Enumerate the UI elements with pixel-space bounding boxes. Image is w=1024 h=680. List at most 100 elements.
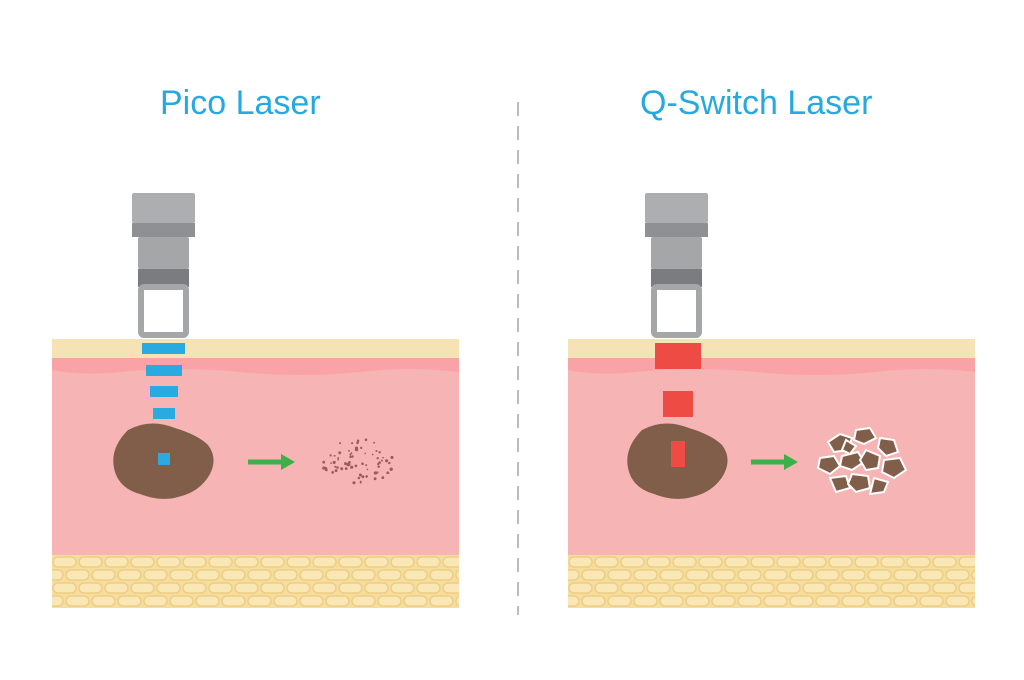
fat-cell <box>945 569 970 581</box>
fat-cell <box>789 569 814 581</box>
fat-cell <box>958 556 975 568</box>
fat-cell <box>312 582 337 594</box>
fat-cell <box>273 569 298 581</box>
fat-cell <box>1011 583 1024 593</box>
fine-particle <box>350 452 353 455</box>
fat-cell <box>971 595 975 607</box>
fat-cell <box>945 595 970 607</box>
fat-cell <box>52 582 77 594</box>
fat-cell <box>429 569 454 581</box>
fat-cell <box>104 556 129 568</box>
fine-particle <box>338 451 342 455</box>
fine-particle <box>337 458 339 461</box>
fat-cell <box>299 569 324 581</box>
fat-cell <box>442 582 459 594</box>
fine-particle <box>364 452 367 455</box>
fine-particle <box>359 481 362 484</box>
fine-particle <box>361 462 364 465</box>
fat-cell <box>607 595 632 607</box>
fine-particle <box>337 457 340 459</box>
fat-cell <box>919 595 944 607</box>
fat-cell <box>1011 557 1024 567</box>
fine-particle <box>329 454 332 457</box>
skin-cross-section-qswitch <box>568 339 1024 608</box>
fine-particle <box>354 446 359 450</box>
fat-cell <box>971 569 975 581</box>
fat-cell <box>338 582 363 594</box>
fat-cell <box>737 595 762 607</box>
fine-particle <box>366 468 369 471</box>
fat-cell <box>403 595 428 607</box>
fat-cell <box>685 595 710 607</box>
fat-cell <box>469 557 492 567</box>
fine-particle <box>349 455 352 459</box>
dermis-layer <box>52 358 459 555</box>
fat-cell <box>416 556 441 568</box>
fat-cell <box>789 595 814 607</box>
fat-cell <box>390 582 415 594</box>
fat-cell <box>698 582 723 594</box>
fat-cell <box>117 595 142 607</box>
fat-cell <box>286 582 311 594</box>
fat-cell <box>195 569 220 581</box>
fat-cell <box>403 569 428 581</box>
fat-cell <box>364 556 389 568</box>
fat-cell <box>568 595 580 607</box>
fat-cell <box>906 556 931 568</box>
fine-particle <box>344 467 348 470</box>
fat-cell <box>91 595 116 607</box>
fat-cell <box>495 557 518 567</box>
fat-cell <box>27 583 50 593</box>
fat-cell <box>429 595 454 607</box>
laser-handpiece-icon <box>645 193 708 338</box>
fat-cell <box>221 569 246 581</box>
fat-cell <box>247 569 272 581</box>
fine-particle <box>356 439 360 443</box>
fat-cell <box>932 556 957 568</box>
fine-particle <box>324 468 328 472</box>
fine-particle <box>336 466 339 469</box>
skin-cross-section-pico <box>27 339 518 608</box>
fat-cell <box>867 569 892 581</box>
fat-cell <box>763 595 788 607</box>
fine-particle <box>381 476 385 479</box>
fat-cell <box>312 556 337 568</box>
fat-cell <box>841 569 866 581</box>
fat-cell <box>633 569 658 581</box>
fat-cell <box>685 569 710 581</box>
fat-cell <box>646 582 671 594</box>
fine-particle <box>387 472 390 475</box>
fine-particle <box>356 441 359 445</box>
fat-cell <box>776 582 801 594</box>
fat-cell <box>325 595 350 607</box>
fat-cell <box>143 569 168 581</box>
fine-particle <box>333 454 336 457</box>
qswitch-beam-in-pigment <box>671 441 685 467</box>
fat-cell <box>260 582 285 594</box>
fat-cell <box>607 569 632 581</box>
fat-cell <box>828 582 853 594</box>
fine-particle <box>361 475 365 479</box>
fat-cell <box>104 582 129 594</box>
fine-particle <box>378 461 381 464</box>
fine-particle <box>351 455 354 458</box>
fat-cell <box>854 556 879 568</box>
fine-particle <box>380 459 383 462</box>
fat-cell <box>893 595 918 607</box>
fine-particle <box>352 481 356 485</box>
fat-cell <box>932 582 957 594</box>
qswitch-laser-beam <box>655 343 701 417</box>
fat-cell <box>247 595 272 607</box>
fine-particle <box>354 464 358 468</box>
fine-particle <box>332 460 336 464</box>
fat-cell <box>763 569 788 581</box>
fat-cell <box>998 570 1021 580</box>
fat-cell <box>737 569 762 581</box>
fat-cell <box>802 582 827 594</box>
fine-particle <box>364 438 368 441</box>
fat-cell <box>169 569 194 581</box>
fat-cell <box>143 595 168 607</box>
fine-particle <box>334 469 338 473</box>
fine-particle <box>334 465 337 468</box>
fat-cell <box>867 595 892 607</box>
